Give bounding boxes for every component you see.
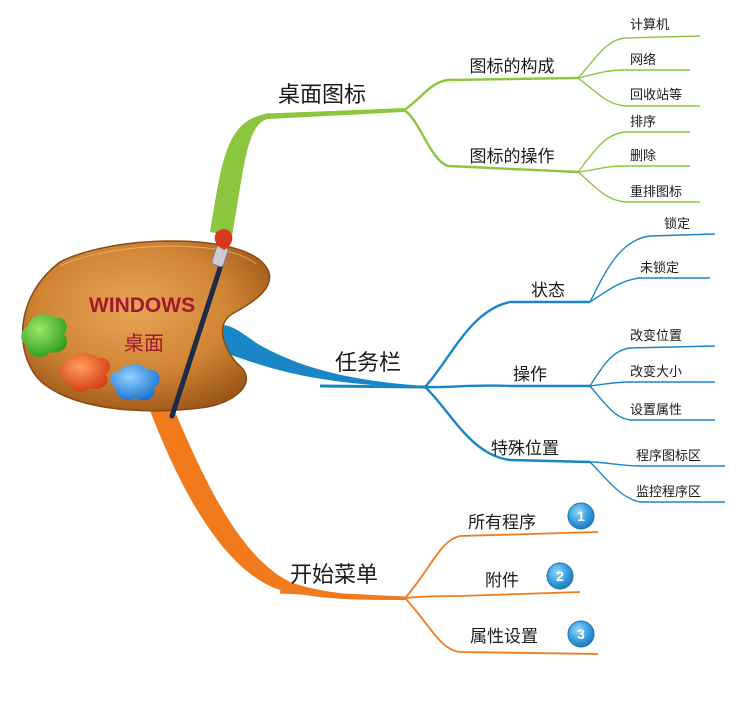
branch-green-main	[210, 108, 404, 236]
sub-label-operations: 操作	[513, 365, 547, 385]
badge-2-number: 2	[556, 568, 564, 584]
badge-2: 2	[546, 562, 574, 590]
sub-label-property-settings: 属性设置	[470, 627, 538, 647]
leaf-rearrange-icons: 重排图标	[630, 184, 682, 200]
branch-label-desktop-icons: 桌面图标	[278, 83, 366, 108]
leaf-change-size: 改变大小	[630, 364, 682, 380]
sub-label-accessories: 附件	[485, 571, 519, 591]
underline-desktop-icons	[264, 108, 405, 117]
leaf-delete: 删除	[630, 149, 656, 164]
leaf-set-properties: 设置属性	[630, 403, 682, 418]
sub-label-icon-operations: 图标的操作	[470, 147, 555, 167]
sub-label-state: 状态	[531, 281, 565, 301]
badge-1: 1	[567, 502, 595, 530]
sub-label-special-positions: 特殊位置	[491, 439, 559, 459]
leaf-unlocked: 未锁定	[640, 260, 679, 276]
badge-1-number: 1	[577, 508, 585, 524]
leaf-program-icon-area: 程序图标区	[636, 449, 701, 464]
blue-leaf-connectors	[589, 233, 725, 503]
branch-label-start-menu: 开始菜单	[290, 563, 378, 588]
leaf-monitor-program-area: 监控程序区	[636, 485, 701, 500]
branch-blue-main	[214, 324, 425, 388]
leaf-network: 网络	[630, 52, 656, 68]
leaf-recycle-bin: 回收站等	[630, 87, 682, 103]
badge-3: 3	[567, 620, 595, 648]
paint-palette-icon	[21, 240, 271, 412]
blue-sub-connectors	[424, 300, 591, 464]
green-leaf-connectors	[577, 35, 701, 203]
sub-label-icon-composition: 图标的构成	[470, 57, 555, 77]
leaf-sort: 排序	[630, 115, 656, 130]
branch-orange-main	[146, 400, 405, 600]
leaf-change-position: 改变位置	[630, 328, 682, 344]
green-sub-connectors	[403, 76, 579, 174]
root-title-line2: 桌面	[124, 331, 164, 355]
sub-label-all-programs: 所有程序	[468, 513, 536, 533]
root-title-line1: WINDOWS	[89, 294, 195, 317]
underline-taskbar	[319, 384, 426, 389]
branch-label-taskbar: 任务栏	[335, 351, 401, 376]
badge-3-number: 3	[577, 626, 585, 642]
paintbrush-icon	[169, 229, 233, 419]
leaf-computer: 计算机	[630, 18, 669, 33]
leaf-locked: 锁定	[664, 216, 690, 232]
orange-sub-connectors	[404, 531, 599, 655]
underline-start-menu	[279, 590, 406, 600]
